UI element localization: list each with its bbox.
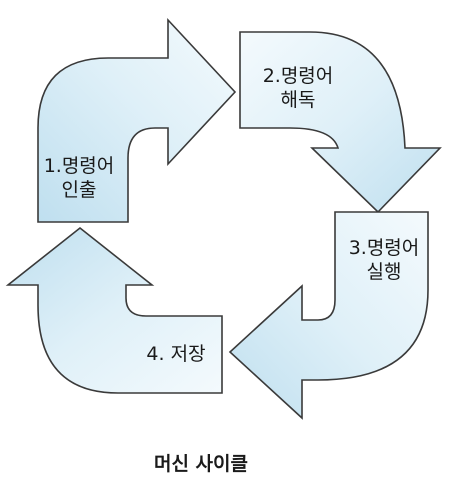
diagram-caption: 머신 사이클 bbox=[154, 453, 248, 475]
step-3-arrow bbox=[228, 211, 429, 420]
step-1-label-line2: 인출 bbox=[62, 179, 97, 201]
step-4-arrow bbox=[5, 226, 223, 394]
step-2-label-line1: 2.명령어 bbox=[263, 65, 334, 87]
step-2-label-line2: 해독 bbox=[281, 89, 316, 111]
step-4-label: 4. 저장 bbox=[146, 343, 205, 365]
step-3-label-line2: 실행 bbox=[367, 261, 402, 283]
step-1-arrow bbox=[37, 17, 237, 223]
step-3-label-line1: 3.명령어 bbox=[349, 237, 420, 259]
step-1-label-line1: 1.명령어 bbox=[44, 155, 115, 177]
step-2-arrow bbox=[239, 31, 442, 214]
